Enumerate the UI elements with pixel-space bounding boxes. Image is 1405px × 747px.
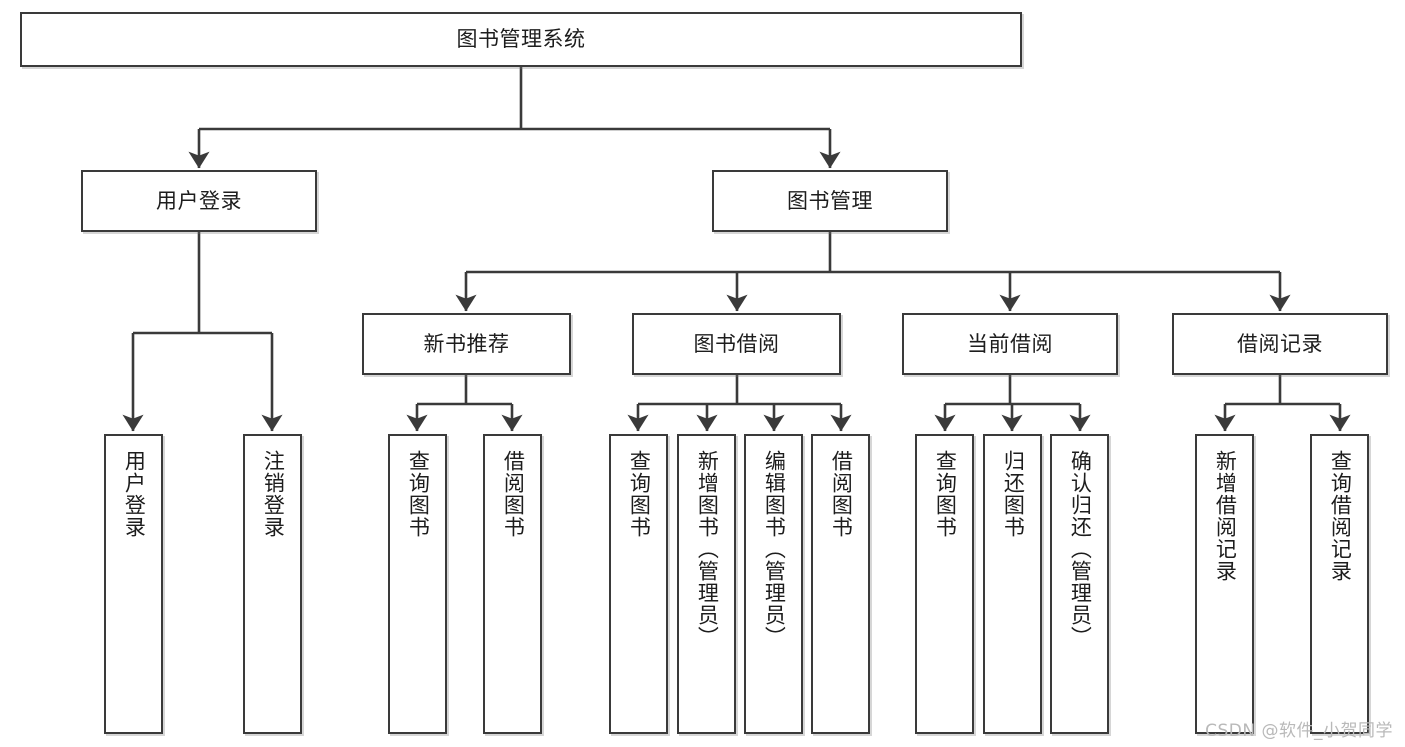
node-root-label: 图书管理系统 <box>456 27 586 52</box>
node-root[interactable]: 图书管理系统 <box>20 12 1022 67</box>
node-current-borrow-label: 当前借阅 <box>967 331 1053 356</box>
node-leaf-add-book-label: 新增图书（管理员） <box>695 450 720 648</box>
node-leaf-query-book-cur[interactable]: 查询图书 <box>915 434 974 734</box>
node-leaf-confirm-return-label: 确认归还（管理员） <box>1068 450 1093 648</box>
csdn-watermark: CSDN @软件_小贺同学 <box>1205 721 1393 741</box>
node-leaf-user-login-label: 用户登录 <box>122 450 147 538</box>
node-leaf-add-book[interactable]: 新增图书（管理员） <box>677 434 736 734</box>
node-book-borrow[interactable]: 图书借阅 <box>632 313 841 375</box>
node-leaf-query-book-rec[interactable]: 查询图书 <box>388 434 447 734</box>
node-leaf-logout-login-label: 注销登录 <box>261 450 286 538</box>
node-leaf-add-record-label: 新增借阅记录 <box>1213 450 1238 582</box>
node-leaf-query-record-label: 查询借阅记录 <box>1328 450 1353 582</box>
node-leaf-query-book-borrow[interactable]: 查询图书 <box>609 434 668 734</box>
node-leaf-return-book[interactable]: 归还图书 <box>983 434 1042 734</box>
node-borrow-record[interactable]: 借阅记录 <box>1172 313 1388 375</box>
node-new-book-recommend-label: 新书推荐 <box>423 331 510 356</box>
node-book-manage-label: 图书管理 <box>787 188 873 213</box>
node-leaf-confirm-return[interactable]: 确认归还（管理员） <box>1050 434 1109 734</box>
node-leaf-add-record[interactable]: 新增借阅记录 <box>1195 434 1254 734</box>
node-leaf-query-book-borrow-label: 查询图书 <box>627 450 652 538</box>
node-user-login-label: 用户登录 <box>156 188 242 213</box>
node-leaf-query-record[interactable]: 查询借阅记录 <box>1310 434 1369 734</box>
node-leaf-borrow-book[interactable]: 借阅图书 <box>811 434 870 734</box>
node-new-book-recommend[interactable]: 新书推荐 <box>362 313 571 375</box>
node-book-manage[interactable]: 图书管理 <box>712 170 948 232</box>
node-leaf-return-book-label: 归还图书 <box>1001 450 1026 538</box>
node-book-borrow-label: 图书借阅 <box>693 331 780 356</box>
node-leaf-borrow-book-rec[interactable]: 借阅图书 <box>483 434 542 734</box>
node-leaf-borrow-book-label: 借阅图书 <box>829 450 854 538</box>
node-user-login[interactable]: 用户登录 <box>81 170 317 232</box>
node-current-borrow[interactable]: 当前借阅 <box>902 313 1118 375</box>
node-leaf-logout-login[interactable]: 注销登录 <box>243 434 302 734</box>
node-leaf-borrow-book-rec-label: 借阅图书 <box>501 450 526 538</box>
node-leaf-user-login[interactable]: 用户登录 <box>104 434 163 734</box>
node-leaf-query-book-rec-label: 查询图书 <box>406 450 431 538</box>
node-borrow-record-label: 借阅记录 <box>1237 331 1323 356</box>
node-leaf-query-book-cur-label: 查询图书 <box>933 450 958 538</box>
node-leaf-edit-book[interactable]: 编辑图书（管理员） <box>744 434 803 734</box>
node-leaf-edit-book-label: 编辑图书（管理员） <box>762 450 787 648</box>
